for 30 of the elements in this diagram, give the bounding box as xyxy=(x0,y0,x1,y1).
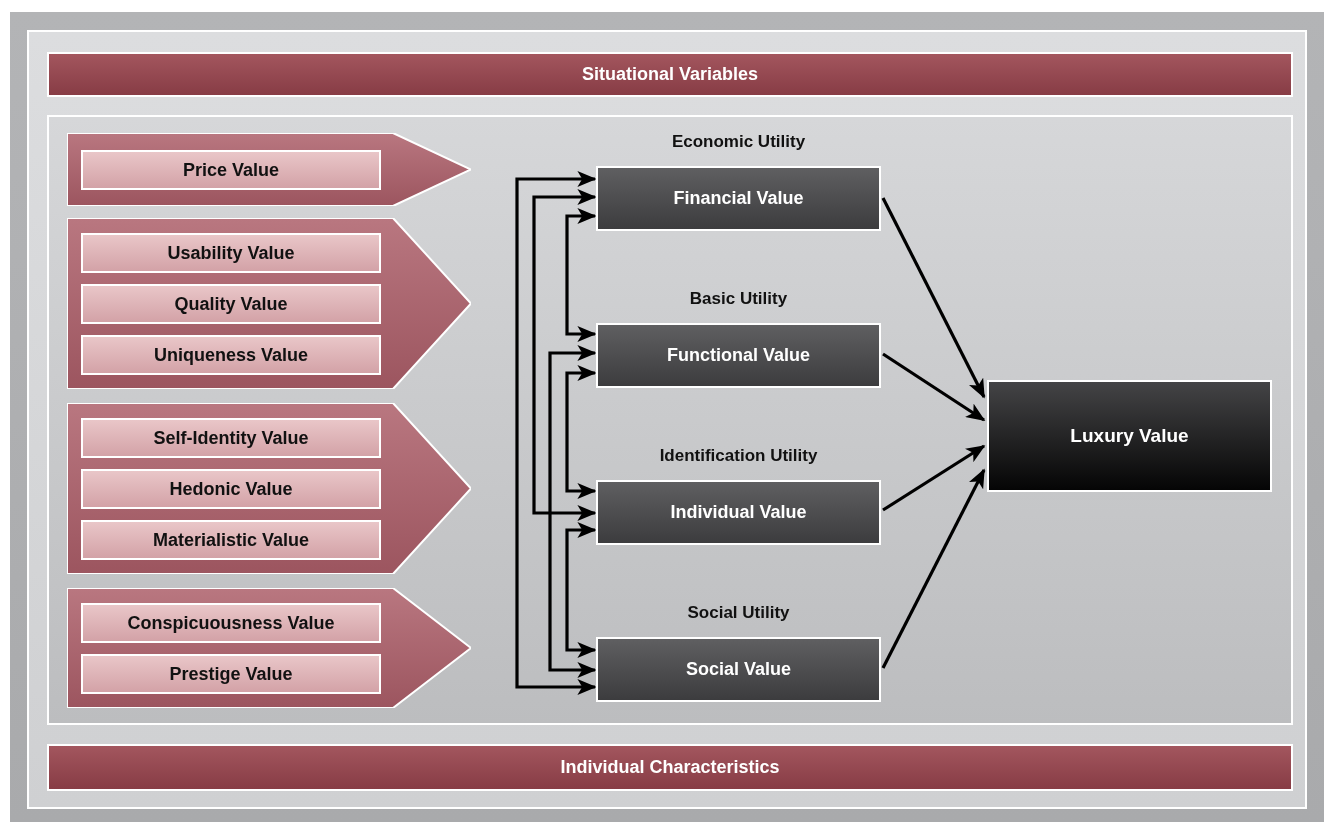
arrow xyxy=(548,345,597,678)
utility-heading: Identification Utility xyxy=(658,446,819,466)
value-box: Social Value xyxy=(596,637,881,702)
arrow xyxy=(882,444,986,512)
value-box: Financial Value xyxy=(596,166,881,231)
arrow xyxy=(565,365,597,499)
arrow xyxy=(881,468,986,669)
arrow xyxy=(532,189,597,521)
utility-heading: Social Utility xyxy=(686,603,791,623)
banner-bar: Individual Characteristics xyxy=(47,744,1293,791)
value-box: Functional Value xyxy=(596,323,881,388)
arrow xyxy=(881,197,986,399)
arrow xyxy=(515,171,597,695)
value-box: Usability Value xyxy=(81,233,381,273)
value-box: Conspicuousness Value xyxy=(81,603,381,643)
value-box: Quality Value xyxy=(81,284,381,324)
value-box: Individual Value xyxy=(596,480,881,545)
outcome-box: Luxury Value xyxy=(987,380,1272,492)
value-box: Self-Identity Value xyxy=(81,418,381,458)
utility-heading: Basic Utility xyxy=(688,289,789,309)
utility-heading: Economic Utility xyxy=(670,132,807,152)
arrow xyxy=(565,522,597,658)
value-box: Materialistic Value xyxy=(81,520,381,560)
value-box: Price Value xyxy=(81,150,381,190)
value-box: Hedonic Value xyxy=(81,469,381,509)
value-box: Prestige Value xyxy=(81,654,381,694)
value-box: Uniqueness Value xyxy=(81,335,381,375)
arrow xyxy=(882,352,986,422)
banner-bar: Situational Variables xyxy=(47,52,1293,97)
arrow xyxy=(565,208,597,342)
